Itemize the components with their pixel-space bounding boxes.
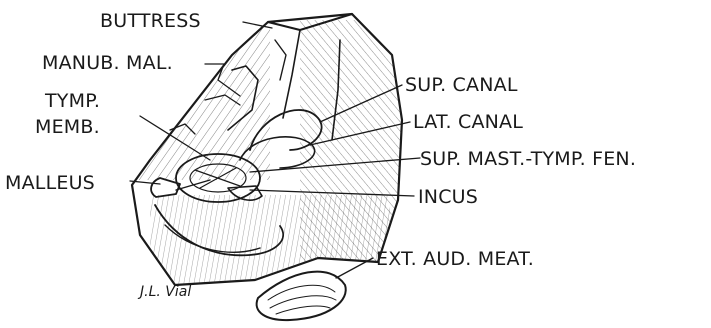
label-malleus: MALLEUS: [5, 172, 95, 194]
label-tymp-memb-line1: TYMP.: [44, 90, 100, 112]
label-ext-aud-meat: EXT. AUD. MEAT.: [376, 248, 534, 270]
label-buttress: BUTTRESS: [100, 10, 201, 32]
label-incus: INCUS: [418, 186, 478, 208]
label-manub-mal: MANUB. MAL.: [42, 52, 173, 74]
label-lat-canal: LAT. CANAL: [413, 111, 523, 133]
external-auditory-meatus: [257, 272, 346, 320]
label-sup-canal: SUP. CANAL: [405, 74, 518, 96]
label-tymp-memb-line2: MEMB.: [35, 116, 100, 138]
label-sup-mast-tymp-fen: SUP. MAST.-TYMP. FEN.: [420, 148, 636, 170]
artist-signature: J.L. Vial: [137, 284, 191, 300]
